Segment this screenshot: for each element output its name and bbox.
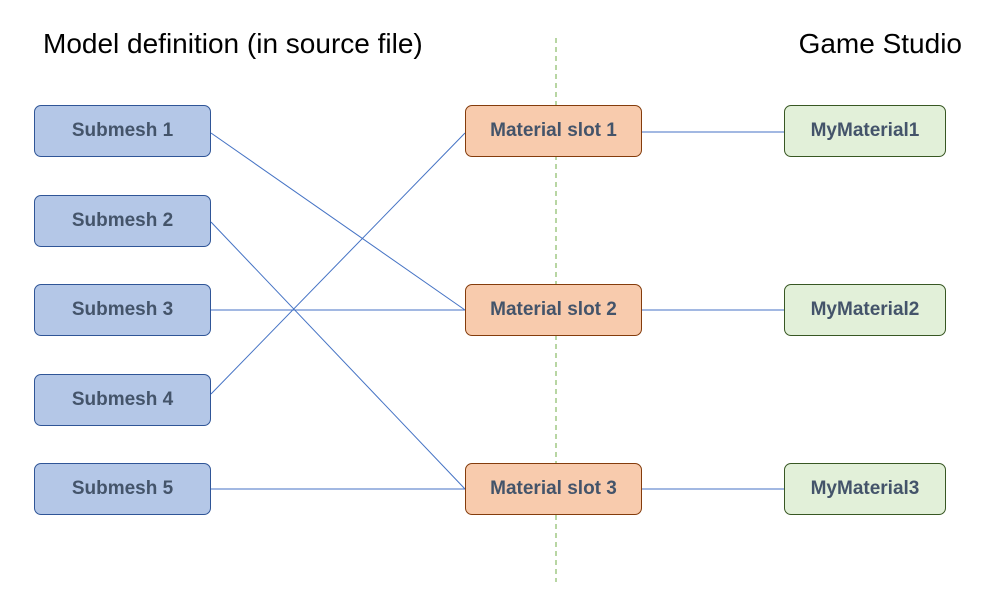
submesh-2-box: Submesh 2 (34, 195, 211, 247)
link-submesh-1-slot-2 (210, 132, 466, 311)
my-material-2-box: MyMaterial2 (784, 284, 946, 336)
model-definition-heading: Model definition (in source file) (43, 28, 423, 59)
submesh-5-box: Submesh 5 (34, 463, 211, 515)
submesh-3-box: Submesh 3 (34, 284, 211, 336)
my-material-1-box: MyMaterial1 (784, 105, 946, 157)
submesh-1-box: Submesh 1 (34, 105, 211, 157)
material-slot-2-box: Material slot 2 (465, 284, 642, 336)
link-submesh-2-slot-3 (210, 221, 466, 490)
material-slot-1-box: Material slot 1 (465, 105, 642, 157)
link-submesh-4-slot-1 (210, 132, 466, 395)
game-studio-heading: Game Studio (798, 28, 962, 59)
my-material-3-box: MyMaterial3 (784, 463, 946, 515)
material-slot-3-box: Material slot 3 (465, 463, 642, 515)
submesh-4-box: Submesh 4 (34, 374, 211, 426)
